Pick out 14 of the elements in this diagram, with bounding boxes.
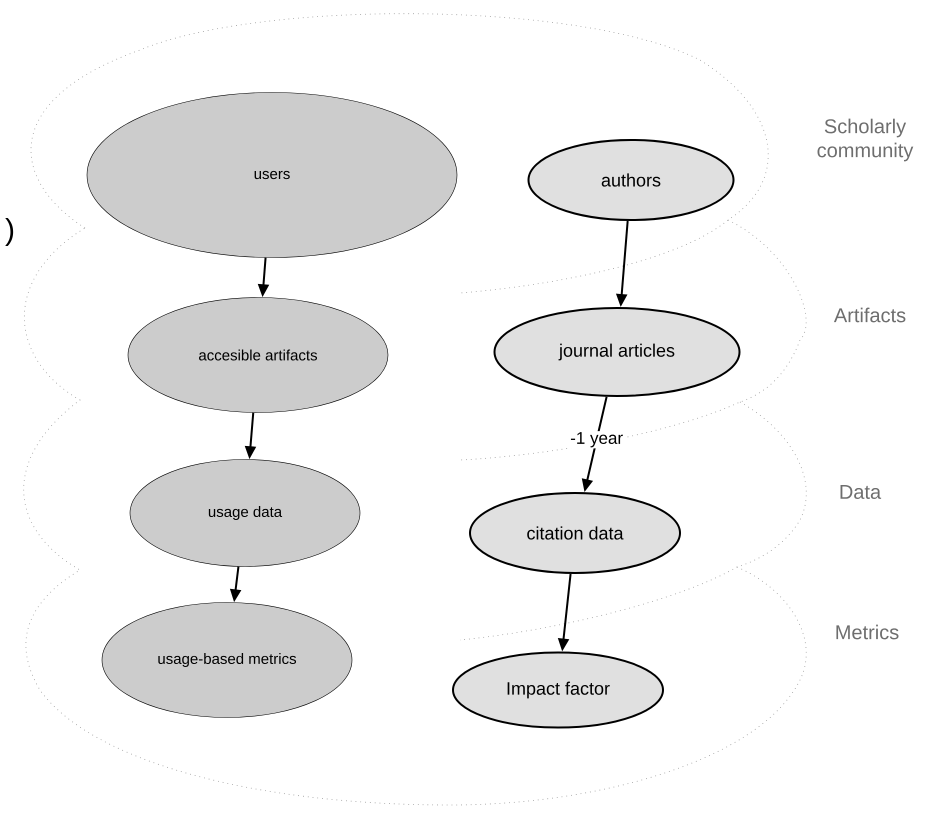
region-label: Metrics <box>836 624 898 640</box>
ellipse-node: usage data <box>130 459 360 567</box>
ellipse-node: journal articles <box>494 307 740 397</box>
ellipse-node: accesible artifacts <box>128 297 388 413</box>
ellipse-node: usage-based metrics <box>102 602 352 718</box>
ellipse-node: users <box>86 92 458 258</box>
ellipse-node: authors <box>528 139 734 221</box>
ellipse-node: Impact factor <box>452 652 664 728</box>
region-label: Artifacts <box>834 308 906 322</box>
edge-label: -1 year <box>569 431 624 448</box>
region-label: Data <box>840 485 882 499</box>
region-label: Scholarly community <box>818 118 914 162</box>
bracket-text: ) <box>5 218 14 246</box>
ellipse-node: citation data <box>469 492 681 574</box>
